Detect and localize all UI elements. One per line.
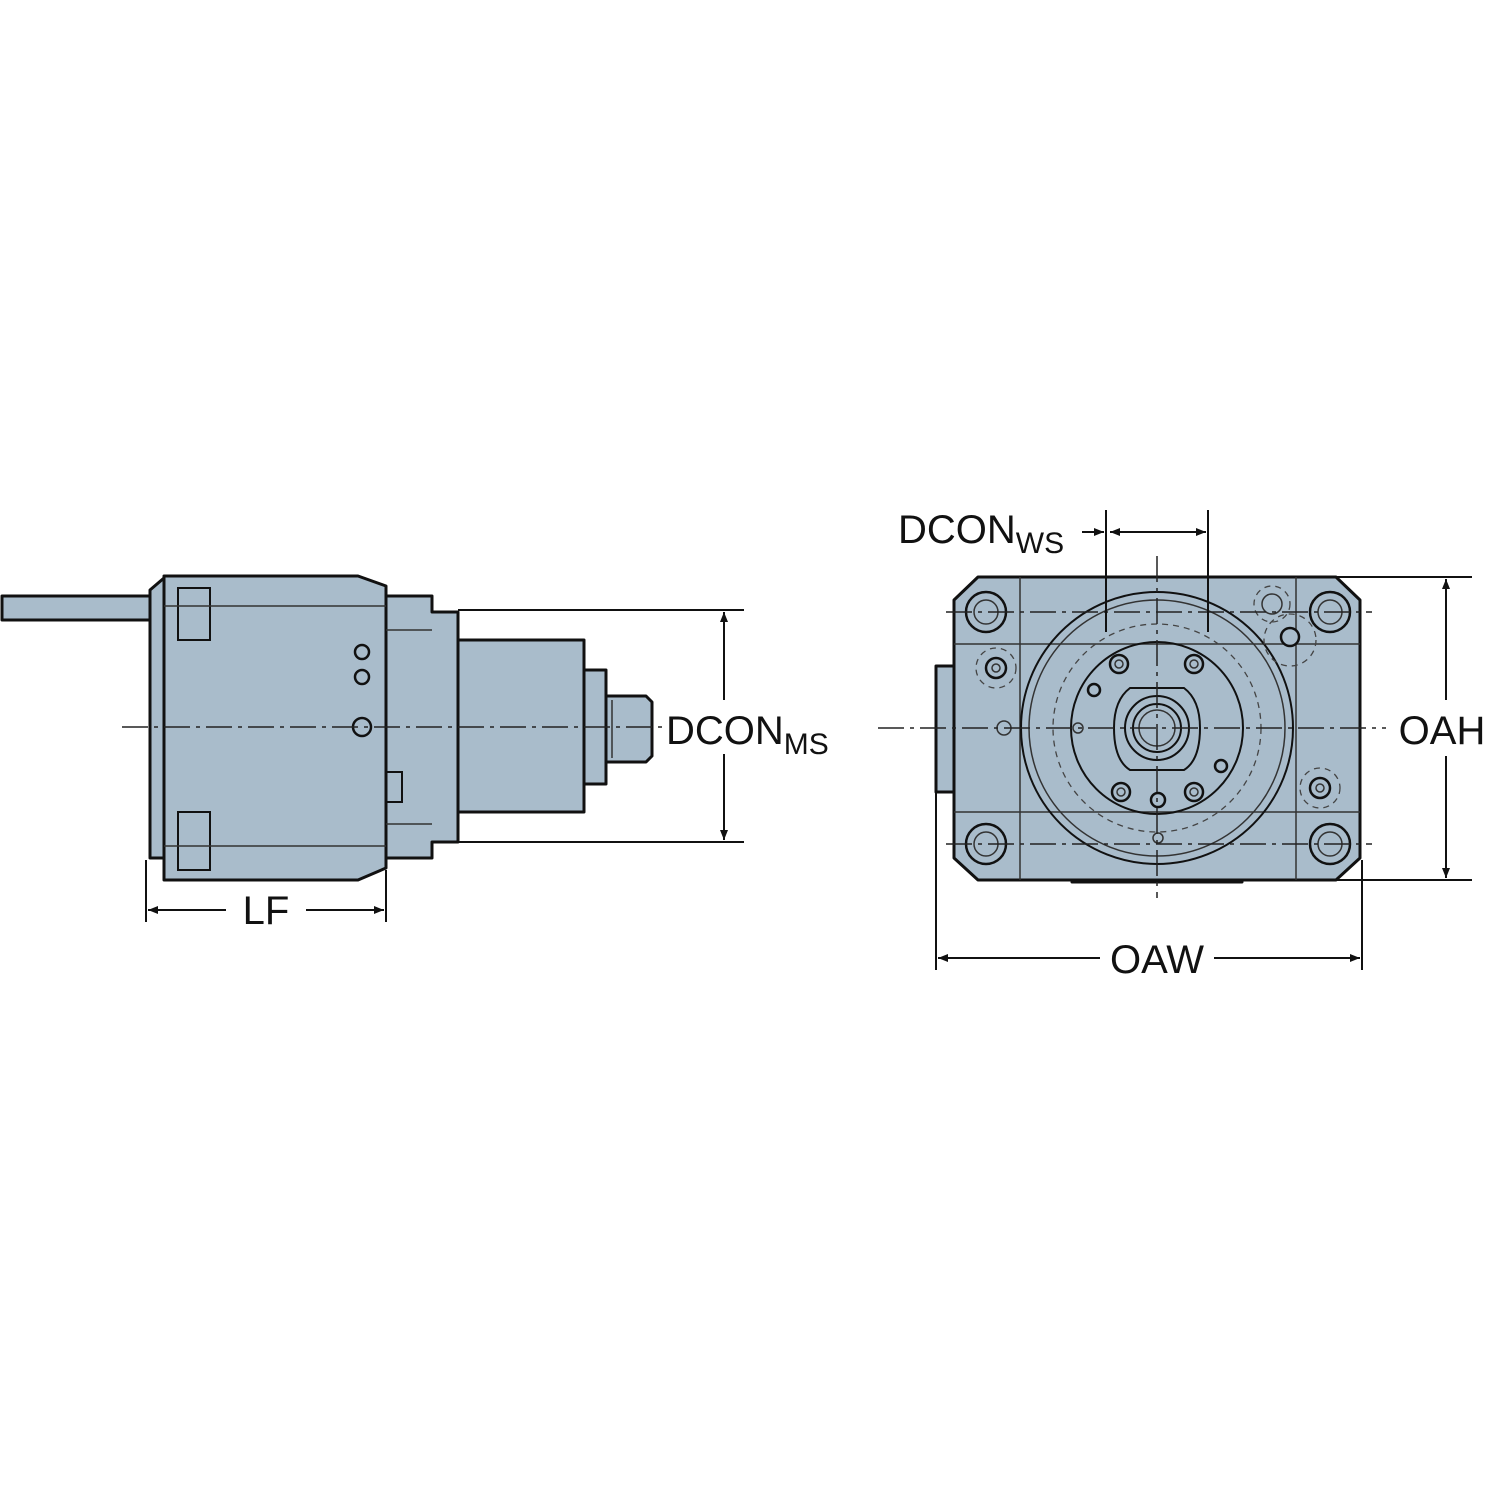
front-aux-hole-right <box>1308 776 1332 800</box>
dcon-ms-label: DCONMS <box>666 709 829 761</box>
front-bolt-1 <box>1108 653 1130 675</box>
side-hole-2 <box>353 668 371 686</box>
side-hole-1 <box>353 643 371 661</box>
front-bolt-5 <box>1149 791 1167 809</box>
dcon-ws-dimension: DCONWS <box>898 508 1209 632</box>
front-aux-hole-top <box>1279 626 1301 648</box>
side-flange <box>148 576 166 860</box>
front-pin-2 <box>1213 758 1229 774</box>
side-clamp-bottom <box>177 811 211 871</box>
oaw-label: OAW <box>1110 938 1204 982</box>
lf-label: LF <box>243 889 290 933</box>
lf-dimension: LF <box>145 860 387 933</box>
front-bolt-2 <box>1183 653 1205 675</box>
front-bolt-4 <box>1183 781 1205 803</box>
dcon-ws-label: DCONWS <box>898 508 1064 560</box>
front-hub <box>1112 687 1202 771</box>
front-aux-hole-left <box>984 656 1008 680</box>
dcon-ms-main: DCON <box>666 709 784 753</box>
side-shank <box>0 594 152 622</box>
oah-dimension: OAH <box>1336 576 1486 881</box>
side-clamp-top <box>177 587 211 641</box>
side-view <box>0 574 662 882</box>
oaw-dimension: OAW <box>935 792 1363 982</box>
oah-label: OAH <box>1399 709 1486 753</box>
dcon-ws-main: DCON <box>898 508 1016 552</box>
side-housing <box>162 574 388 882</box>
dcon-ws-sub: WS <box>1016 527 1064 560</box>
front-pin-1 <box>1086 682 1102 698</box>
front-view <box>878 556 1386 898</box>
side-nose <box>604 694 654 764</box>
side-spindle <box>456 638 586 814</box>
dcon-ms-dimension: DCONMS <box>458 609 829 843</box>
front-bolt-3 <box>1110 781 1132 803</box>
dcon-ms-sub: MS <box>784 728 829 761</box>
